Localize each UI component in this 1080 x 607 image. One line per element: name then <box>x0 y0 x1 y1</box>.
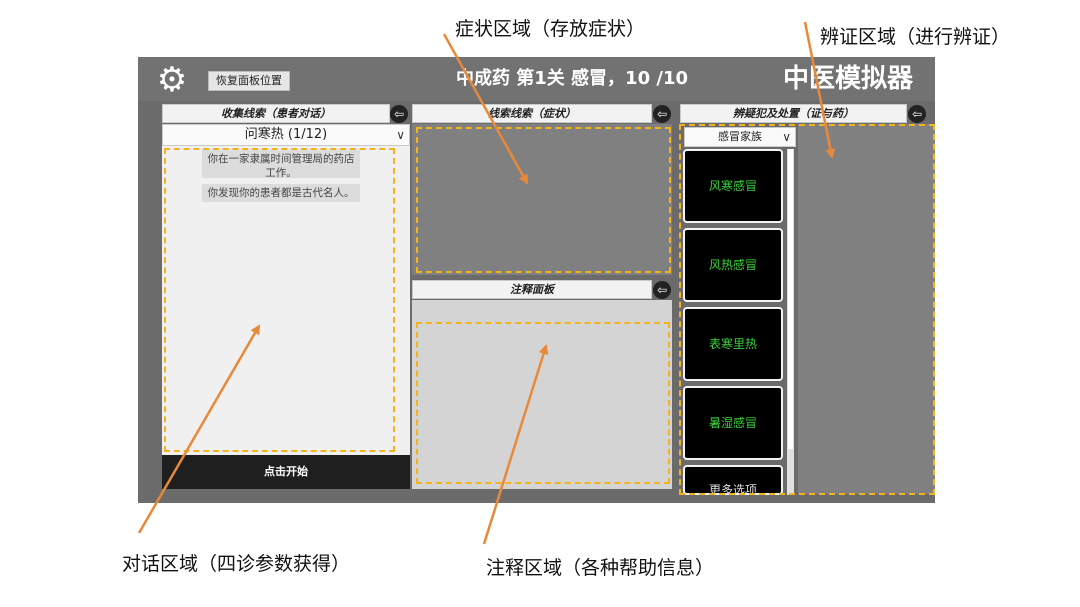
note-area-callout: 注释区域（各种帮助信息） <box>486 557 715 579</box>
message-bubble: 你在一家隶属时间管理局的药店工作。 <box>202 150 360 179</box>
syndrome-card[interactable]: 风寒感冒 <box>683 149 783 223</box>
syndrome-card[interactable]: 风热感冒 <box>683 228 783 302</box>
chevron-down-icon: ∨ <box>782 130 791 144</box>
question-category-value: 问寒热 (1/12) <box>244 127 328 142</box>
syndrome-card[interactable]: 暑湿感冒 <box>683 386 783 460</box>
start-button[interactable]: 点击开始 <box>162 455 410 489</box>
back-arrow-icon[interactable]: ⇦ <box>653 281 671 299</box>
diagnosis-highlight-box <box>679 124 935 495</box>
diagnosis-area-callout: 辨证区域（进行辨证） <box>820 26 1011 48</box>
syndrome-family-value: 感冒家族 <box>718 130 762 143</box>
symptom-area-callout: 症状区域（存放症状） <box>455 18 646 40</box>
syndrome-family-dropdown[interactable]: 感冒家族 ∨ <box>684 127 796 147</box>
gear-icon[interactable]: ⚙ <box>156 60 188 100</box>
collect-panel-header[interactable]: 收集线索（患者对话） <box>162 104 390 123</box>
question-category-dropdown[interactable]: 问寒热 (1/12) ∨ <box>162 124 410 146</box>
reset-panels-button[interactable]: 恢复面板位置 <box>208 71 290 91</box>
back-arrow-icon[interactable]: ⇦ <box>908 105 926 123</box>
back-arrow-icon[interactable]: ⇦ <box>390 105 408 123</box>
app-window: ⚙ 恢复面板位置 中成药 第1关 感冒，10 /10 中医模拟器 收集线索（患者… <box>138 57 935 503</box>
note-highlight-box <box>416 322 670 484</box>
syndrome-card[interactable]: 表寒里热 <box>683 307 783 381</box>
level-title: 中成药 第1关 感冒，10 /10 <box>456 68 688 89</box>
symptom-panel-header[interactable]: 线索线索（症状） <box>412 104 652 123</box>
note-panel-header[interactable]: 注释面板 <box>412 280 652 299</box>
symptom-highlight-box <box>416 127 671 273</box>
dialog-area-callout: 对话区域（四诊参数获得） <box>122 553 351 575</box>
message-bubble: 你发现你的患者都是古代名人。 <box>202 184 360 202</box>
dialog-highlight-box <box>164 148 395 452</box>
diagnosis-area[interactable] <box>798 124 935 494</box>
app-title: 中医模拟器 <box>783 64 914 94</box>
chevron-down-icon: ∨ <box>396 128 405 142</box>
scrollbar-thumb[interactable] <box>788 149 793 449</box>
diagnosis-panel-header[interactable]: 辨疑犯及处置（证与药） <box>680 104 907 123</box>
back-arrow-icon[interactable]: ⇦ <box>653 105 671 123</box>
card-list-scrollbar[interactable] <box>787 149 794 495</box>
